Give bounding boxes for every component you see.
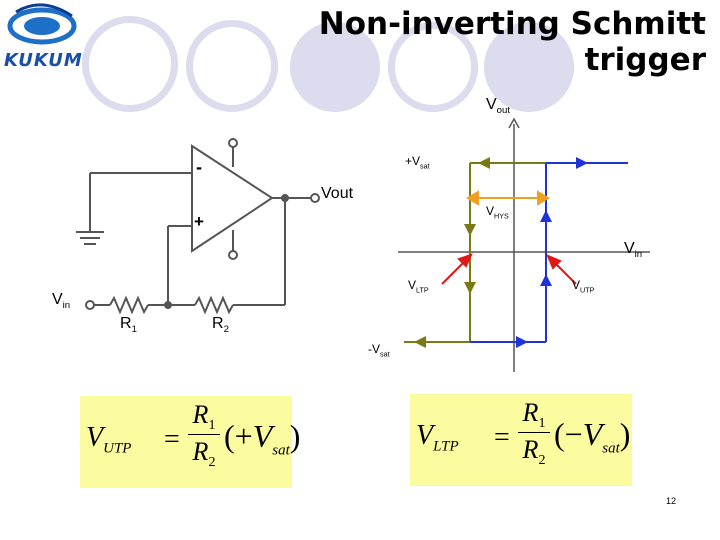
logo-text: KUKUM (4, 50, 83, 71)
neg-sat-label: -Vsat (368, 342, 390, 359)
graph-y-axis-label: Vout (486, 96, 511, 117)
formula-utp-lhs: VUTP (86, 422, 132, 457)
r2-label: R2 (212, 315, 229, 336)
ltp-label: VLTP (408, 278, 429, 295)
resistor-r2 (194, 295, 234, 315)
slide-title: Non-inverting Schmitt trigger (318, 6, 706, 78)
op-amp-symbol (191, 144, 274, 253)
circuit-schematic (76, 138, 320, 315)
formula-ltp-equals: = (494, 422, 510, 453)
decor-ring-2 (186, 20, 278, 112)
page-number: 12 (665, 496, 676, 506)
formula-utp-box: VUTP = R1 R2 (+Vsat) (80, 396, 300, 488)
formula-ltp-lhs: VLTP (416, 420, 459, 455)
formula-utp-fraction: R1 R2 (188, 400, 220, 471)
decor-ring-1 (82, 16, 178, 112)
decor-ring-4 (388, 22, 478, 112)
hys-label: VHYS (486, 204, 509, 221)
vout-label: Vout (321, 185, 354, 202)
minus-input-label: - (196, 157, 202, 177)
r1-label: R1 (120, 315, 137, 336)
transfer-graph (398, 117, 650, 372)
utp-label: VUTP (572, 278, 595, 295)
decor-disc-3 (290, 22, 380, 112)
kukum-logo: KUKUM (2, 2, 92, 74)
formula-utp-equals: = (164, 424, 180, 455)
formula-utp-term: (+Vsat) (224, 418, 301, 459)
decor-disc-5 (484, 22, 574, 112)
formula-ltp-term: (−Vsat) (554, 416, 631, 457)
vin-label: Vin (52, 291, 71, 312)
formula-ltp-fraction: R1 R2 (518, 398, 550, 469)
formula-ltp-box: VLTP = R1 R2 (−Vsat) (410, 394, 632, 486)
resistor-r1 (109, 295, 149, 315)
plus-input-label: + (194, 212, 204, 231)
graph-x-axis-label: Vin (624, 240, 643, 261)
pos-sat-label: +Vsat (405, 154, 430, 171)
